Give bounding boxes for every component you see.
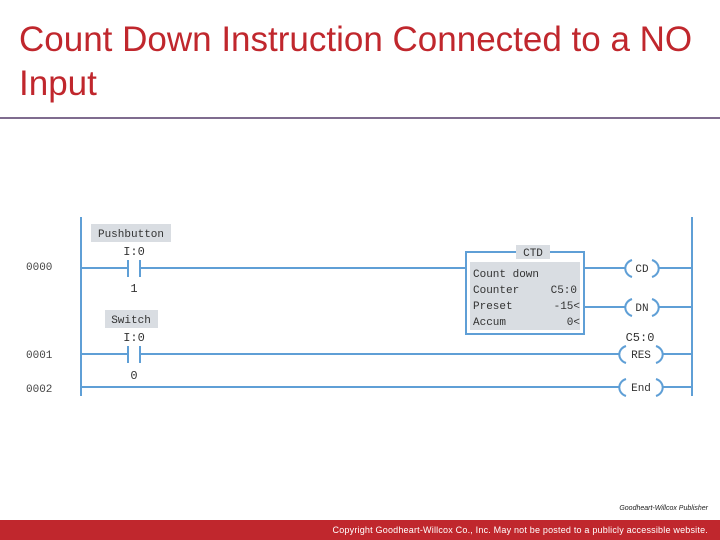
copyright-notice: Copyright Goodheart-Willcox Co., Inc. Ma… xyxy=(332,525,708,535)
switch-tag-label: Switch xyxy=(111,315,151,327)
end-output-label: End xyxy=(631,383,651,395)
ctd-accum-value: 0< xyxy=(567,317,580,329)
publisher-credit: Goodheart-Willcox Publisher xyxy=(619,505,708,512)
title-divider xyxy=(0,117,720,119)
ctd-preset-value: -15< xyxy=(554,301,580,313)
switch-tag-box xyxy=(105,310,158,328)
pushbutton-tag-label: Pushbutton xyxy=(98,229,164,241)
cd-output-label: CD xyxy=(635,264,649,276)
rung-number-0: 0000 xyxy=(26,262,52,274)
ctd-preset-label: Preset xyxy=(473,301,513,313)
ctd-header: CTD xyxy=(523,248,543,260)
ctd-type: Count down xyxy=(473,269,539,281)
ctd-header-box xyxy=(516,245,550,259)
ctd-counter-value: C5:0 xyxy=(551,285,577,297)
switch-no-contact xyxy=(127,346,141,363)
pushbutton-address: I:0 xyxy=(123,245,145,259)
pushbutton-no-contact xyxy=(127,260,141,277)
footer-bar: Copyright Goodheart-Willcox Co., Inc. Ma… xyxy=(0,520,720,540)
ctd-accum-label: Accum xyxy=(473,317,506,329)
res-address: C5:0 xyxy=(626,331,655,345)
slide-title: Count Down Instruction Connected to a NO… xyxy=(19,20,693,103)
dn-output-label: DN xyxy=(635,303,648,315)
ctd-instruction-block: CTD Count down Counter C5:0 Preset -15< … xyxy=(465,245,585,335)
switch-bit: 0 xyxy=(130,369,137,383)
pushbutton-bit: 1 xyxy=(130,282,137,296)
switch-address: I:0 xyxy=(123,331,145,345)
pushbutton-tag-box xyxy=(91,224,171,242)
rung-number-2: 0002 xyxy=(26,384,52,396)
ctd-body-box xyxy=(470,262,580,330)
res-output-label: RES xyxy=(631,350,651,362)
rung-number-1: 0001 xyxy=(26,350,53,362)
ctd-counter-label: Counter xyxy=(473,285,519,297)
